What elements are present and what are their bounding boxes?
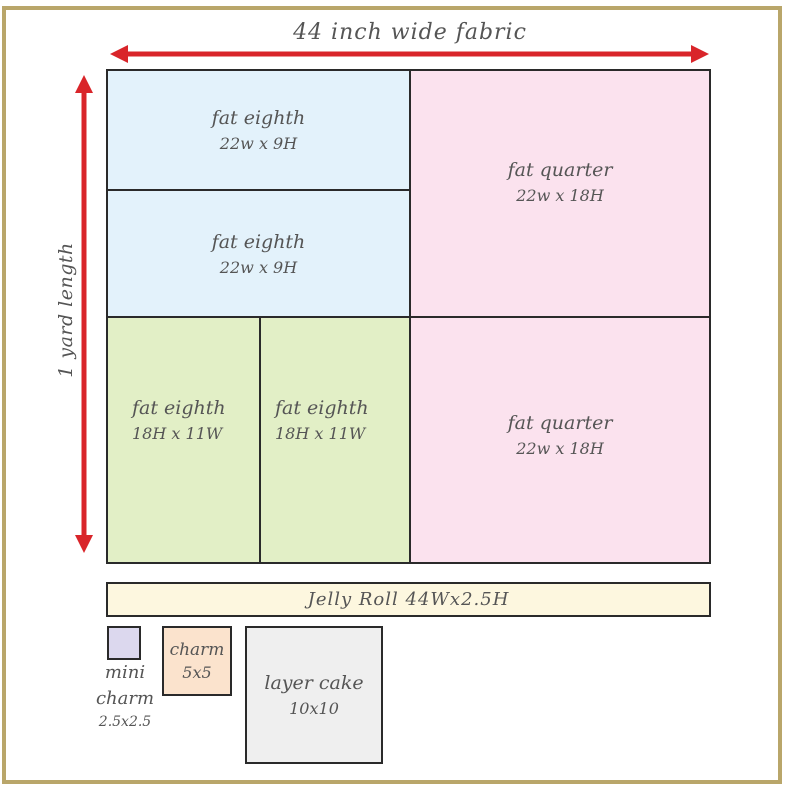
fat-eighth-top-2: fat eighth 22w x 9H bbox=[106, 189, 411, 318]
mini-charm-square bbox=[107, 626, 141, 660]
fat-eighth-bottom-1: fat eighth 18H x 11W bbox=[106, 316, 261, 564]
mini-charm-label-line2: charm bbox=[95, 688, 155, 709]
fat-quarter-bottom: fat quarter 22w x 18H bbox=[409, 316, 711, 564]
width-arrow bbox=[110, 45, 709, 63]
layer-cake-dimensions: 10x10 bbox=[289, 699, 339, 718]
fabric-width-label: 44 inch wide fabric bbox=[293, 20, 527, 45]
layer-cake-square: layer cake 10x10 bbox=[245, 626, 383, 764]
piece-label: fat eighth bbox=[211, 107, 306, 129]
piece-dimensions: 22w x 18H bbox=[516, 439, 604, 458]
fat-eighth-top-1: fat eighth 22w x 9H bbox=[106, 69, 411, 191]
charm-dimensions: 5x5 bbox=[182, 663, 212, 682]
fabric-length-label: 1 yard length bbox=[55, 242, 77, 378]
length-arrow bbox=[75, 75, 93, 553]
fat-quarter-top: fat quarter 22w x 18H bbox=[409, 69, 711, 318]
mini-charm-caption: mini charm 2.5x2.5 bbox=[80, 660, 170, 732]
piece-label: fat quarter bbox=[507, 412, 613, 434]
charm-square: charm 5x5 bbox=[162, 626, 232, 696]
piece-label: fat eighth bbox=[211, 230, 306, 253]
piece-dimensions: 18H x 11W bbox=[132, 424, 223, 443]
piece-label: fat eighth bbox=[132, 397, 226, 419]
piece-dimensions: 22w x 9H bbox=[219, 257, 298, 277]
piece-label: fat eighth bbox=[275, 397, 369, 419]
jelly-roll-strip: Jelly Roll 44Wx2.5H bbox=[106, 582, 711, 617]
mini-charm-label-line1: mini bbox=[104, 662, 146, 683]
piece-label: fat quarter bbox=[507, 158, 613, 181]
charm-label: charm bbox=[169, 640, 225, 660]
piece-dimensions: 18H x 11W bbox=[275, 424, 366, 443]
layer-cake-label: layer cake bbox=[264, 672, 364, 694]
fat-eighth-bottom-2: fat eighth 18H x 11W bbox=[259, 316, 411, 564]
piece-dimensions: 22w x 18H bbox=[516, 185, 604, 205]
mini-charm-dimensions: 2.5x2.5 bbox=[98, 714, 152, 730]
piece-dimensions: 22w x 9H bbox=[219, 134, 298, 153]
